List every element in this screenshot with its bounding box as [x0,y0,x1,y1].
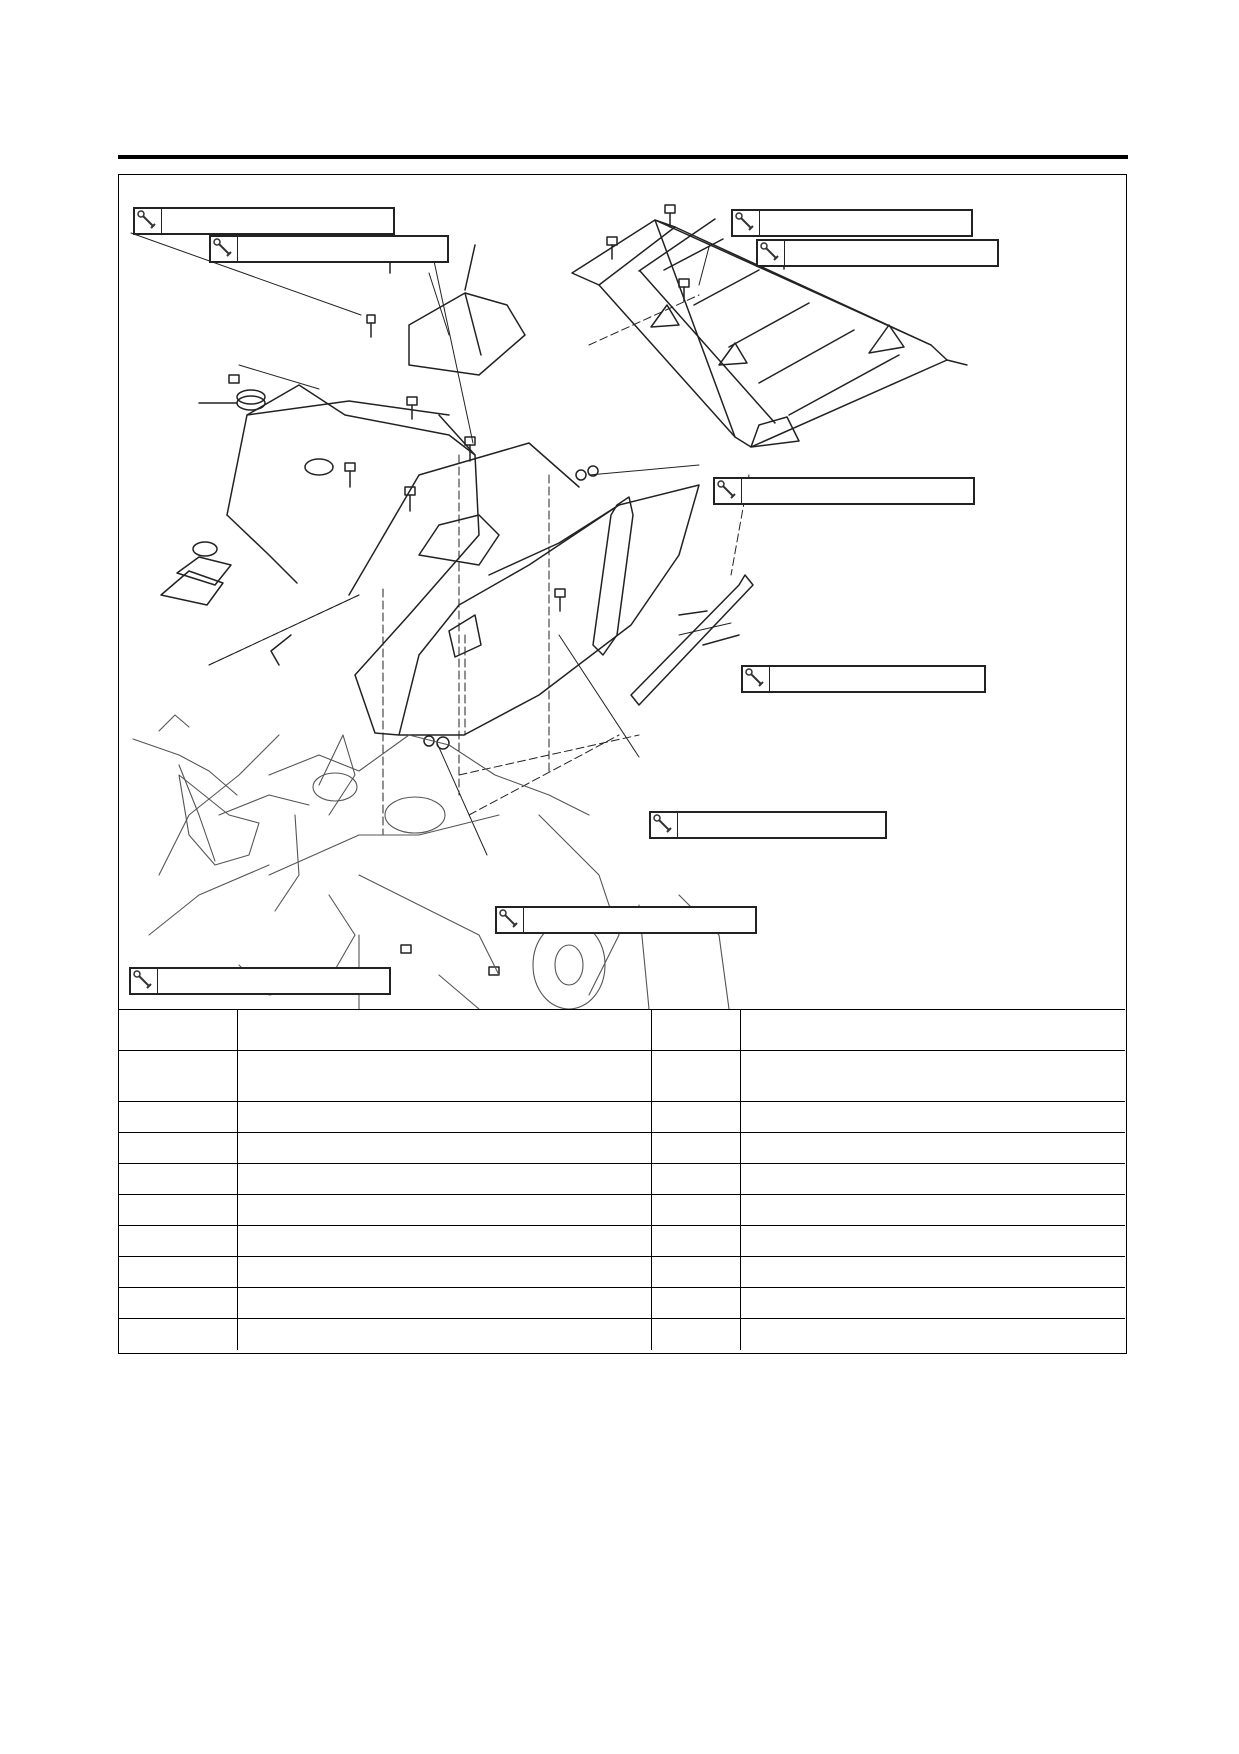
wrench-icon [131,969,158,993]
table-cell [740,1256,1125,1288]
table-row [119,1163,1125,1195]
table-cell [119,1287,238,1319]
table-cell [740,1318,1125,1350]
wrench-head [760,242,768,250]
table-cell [237,1225,652,1257]
table-cell [237,1163,652,1195]
wrench-icon [135,209,162,233]
wrench-icon [743,667,770,691]
top-rule [118,155,1128,159]
table-cell [119,1132,238,1164]
fasteners-drawing [228,204,790,976]
table-cell [651,1163,741,1195]
torque-callout-1 [133,207,395,235]
table-cell [237,1194,652,1226]
table-cell [237,1287,652,1319]
leader-lines [130,232,750,856]
wrench-head [735,212,743,220]
parts-table [119,1009,1125,1350]
wrench-icon [733,211,760,235]
table-cell [119,1194,238,1226]
table-cell [740,1225,1125,1257]
table-cell [237,1318,652,1350]
wrench-glyph [133,970,152,989]
wrench-head [653,814,661,822]
table-header-row [119,1009,1125,1051]
table-row [119,1101,1125,1133]
table-row [119,1050,1125,1102]
table-cell [119,1256,238,1288]
table-cell [119,1318,238,1350]
wrench-head [499,909,507,917]
table-cell [119,1101,238,1133]
torque-callout-2 [209,235,449,263]
table-cell [119,1050,238,1102]
table-cell [740,1132,1125,1164]
torque-callout-4 [756,239,999,267]
wrench-icon [758,241,785,265]
table-cell [740,1287,1125,1319]
table-cell [740,1101,1125,1133]
torque-callout-5 [713,477,975,505]
wrench-glyph [653,814,672,833]
table-cell [119,1009,238,1051]
rear-fender-drawing [226,384,700,736]
rear-carrier-drawing [571,218,968,448]
wrench-glyph [213,238,232,257]
table-cell [237,1132,652,1164]
table-cell [119,1225,238,1257]
table-cell [651,1194,741,1226]
wrench-glyph [735,212,754,231]
wrench-glyph [499,909,518,928]
wrench-glyph [760,242,779,261]
wrench-glyph [717,480,736,499]
table-cell [237,1050,652,1102]
table-row [119,1256,1125,1288]
torque-callout-8 [495,906,757,934]
figure-frame [118,174,1127,1354]
torque-callout-3 [731,209,973,237]
table-row [119,1318,1125,1350]
table-cell [651,1256,741,1288]
torque-callout-7 [649,811,887,839]
table-cell [740,1194,1125,1226]
table-row [119,1132,1125,1164]
table-cell [119,1163,238,1195]
wrench-head [745,668,753,676]
table-cell [740,1163,1125,1195]
wrench-head [213,238,221,246]
table-cell [740,1050,1125,1102]
wrench-glyph [745,668,764,687]
table-cell [651,1318,741,1350]
wrench-head [133,970,141,978]
wrench-head [137,210,145,218]
torque-callout-6 [741,665,986,693]
exploded-view-diagram [130,204,968,1009]
table-cell [651,1009,741,1051]
table-cell [651,1132,741,1164]
vehicle-frame-drawing [132,714,730,1009]
table-cell [237,1256,652,1288]
table-cell [651,1050,741,1102]
support-stays-drawing [592,496,754,706]
table-cell [651,1225,741,1257]
wrench-icon [211,237,238,261]
table-row [119,1194,1125,1226]
torque-callout-9 [129,967,391,995]
wrench-head [717,480,725,488]
rear-panel-drawing [408,244,526,376]
table-cell [651,1101,741,1133]
table-row [119,1225,1125,1257]
table-cell [651,1287,741,1319]
wrench-glyph [137,210,156,229]
wrench-icon [497,908,524,932]
fuel-cap-drawing [160,389,266,606]
wrench-icon [715,479,742,503]
table-cell [237,1009,652,1051]
table-row [119,1287,1125,1319]
table-cell [740,1009,1125,1051]
table-cell [237,1101,652,1133]
wrench-icon [651,813,678,837]
